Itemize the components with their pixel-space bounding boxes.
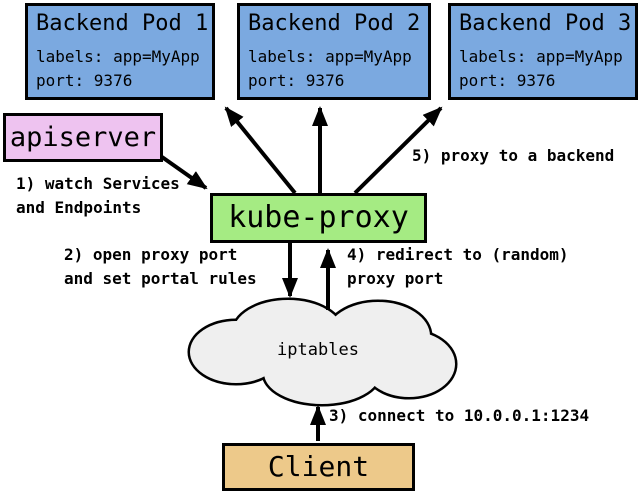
backend-pod-1: Backend Pod 1 labels: app=MyApp port: 93…: [25, 3, 215, 100]
annotation-step3-connect: 3) connect to 10.0.0.1:1234: [329, 406, 590, 425]
annotation-step5-proxy-backend: 5) proxy to a backend: [412, 146, 615, 165]
kube-proxy-node: kube-proxy: [210, 193, 427, 243]
pod-title: Backend Pod 3: [459, 11, 632, 36]
apiserver-label: apiserver: [9, 122, 157, 153]
annotation-step2-open-proxy-port: 2) open proxy port and set portal rules: [64, 245, 257, 288]
pod-labels: labels: app=MyApp: [459, 47, 623, 66]
pod-port: port: 9376: [459, 71, 556, 90]
backend-pod-2: Backend Pod 2 labels: app=MyApp port: 93…: [237, 3, 431, 100]
pod-port: port: 9376: [248, 71, 345, 90]
annotation-step4-redirect: 4) redirect to (random) proxy port: [347, 245, 569, 288]
iptables-cloud: [187, 297, 458, 407]
iptables-label: iptables: [277, 340, 359, 360]
client-label: Client: [267, 450, 370, 483]
client-node: Client: [222, 443, 415, 491]
arrow-kube-proxy-to-pod3: [353, 106, 443, 195]
pod-title: Backend Pod 1: [36, 11, 209, 36]
kube-proxy-label: kube-proxy: [228, 200, 409, 235]
pod-port: port: 9376: [36, 71, 133, 90]
apiserver-node: apiserver: [3, 113, 163, 162]
backend-pod-3: Backend Pod 3 labels: app=MyApp port: 93…: [448, 3, 638, 100]
pod-labels: labels: app=MyApp: [36, 47, 200, 66]
pod-labels: labels: app=MyApp: [248, 47, 412, 66]
arrow-kube-proxy-to-pod1: [224, 106, 297, 195]
annotation-step1-watch-services: 1) watch Services and Endpoints: [16, 174, 180, 217]
arrow-apiserver-to-kube-proxy: [160, 155, 208, 190]
pod-title: Backend Pod 2: [248, 11, 421, 36]
